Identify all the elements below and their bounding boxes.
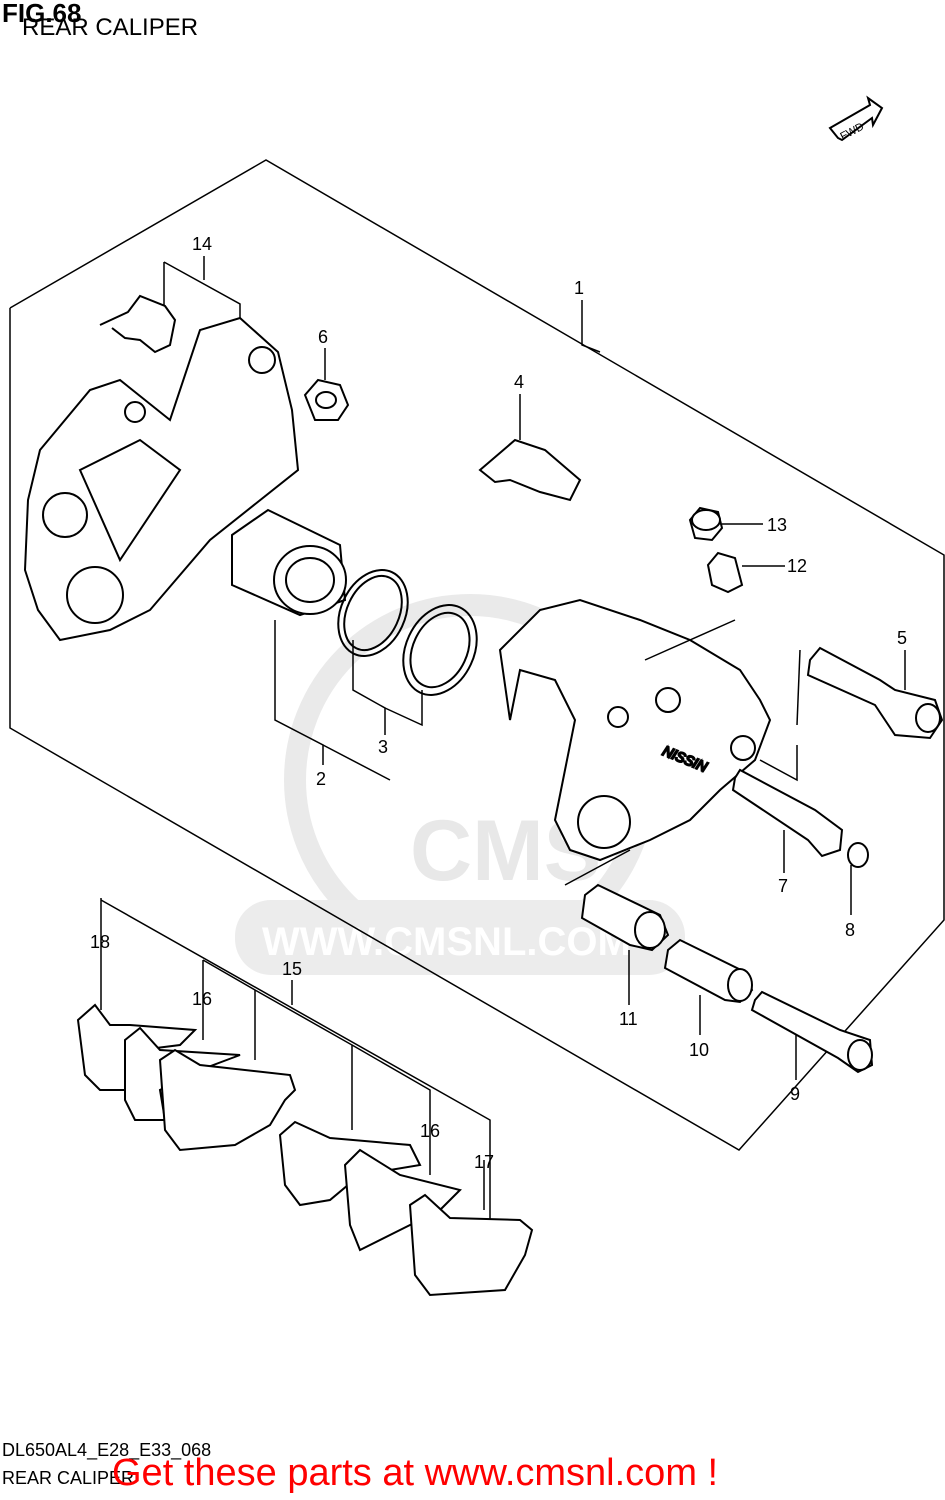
callout-7: 7 [778, 876, 788, 896]
leader-lines [100, 256, 906, 1220]
cap [303, 378, 350, 421]
footer-subtitle: REAR CALIPER [2, 1468, 135, 1488]
boot [663, 938, 754, 1004]
callout-4: 4 [514, 372, 524, 392]
fwd-arrow-icon: FWD [828, 95, 884, 143]
bolt [750, 990, 874, 1074]
callout-12: 12 [787, 556, 807, 576]
callout-1: 1 [574, 278, 584, 298]
watermark: CMS WWW.CMSNL.COM [235, 594, 685, 975]
callout-13: 13 [767, 515, 787, 535]
callout-14: 14 [192, 234, 212, 254]
pad-spring [99, 294, 177, 354]
pin-clip [847, 842, 869, 868]
drawing-code: DL650AL4_E28_E33_068 [2, 1440, 212, 1460]
callout-5: 5 [897, 628, 907, 648]
callout-9: 9 [790, 1084, 800, 1104]
brake-pads-inner [76, 1003, 297, 1152]
sleeve [580, 883, 670, 952]
callout-16a: 16 [192, 989, 212, 1009]
callout-18: 18 [90, 932, 110, 952]
pad-spring-small [478, 438, 582, 502]
caliper-body: NISSIN [498, 598, 772, 862]
callout-10: 10 [689, 1040, 709, 1060]
assembly-frame [9, 159, 945, 1151]
callouts: 1 2 3 4 5 6 7 8 9 10 11 12 13 14 15 16 1… [90, 234, 907, 1172]
callout-3: 3 [378, 737, 388, 757]
brake-pads-outer [278, 1120, 534, 1297]
caliper-pin [731, 768, 844, 858]
callout-16b: 16 [420, 1121, 440, 1141]
callout-6: 6 [318, 327, 328, 347]
page-title: FIG.68 [2, 0, 82, 28]
callout-8: 8 [845, 920, 855, 940]
caliper-bracket [23, 316, 300, 642]
page-subtitle: REAR CALIPER [22, 14, 199, 41]
callout-2: 2 [316, 769, 326, 789]
piston [231, 508, 347, 617]
bleeder-valve [706, 551, 744, 594]
watermark-url: WWW.CMSNL.COM [262, 920, 631, 964]
piston-seals [337, 569, 478, 696]
bleeder-cap [688, 506, 724, 542]
callout-17: 17 [474, 1152, 494, 1172]
callout-15: 15 [282, 959, 302, 979]
cta-link[interactable]: Get these parts at www.cmsnl.com ! [112, 1452, 719, 1494]
callout-11: 11 [619, 1009, 638, 1029]
slide-pin [806, 646, 944, 740]
